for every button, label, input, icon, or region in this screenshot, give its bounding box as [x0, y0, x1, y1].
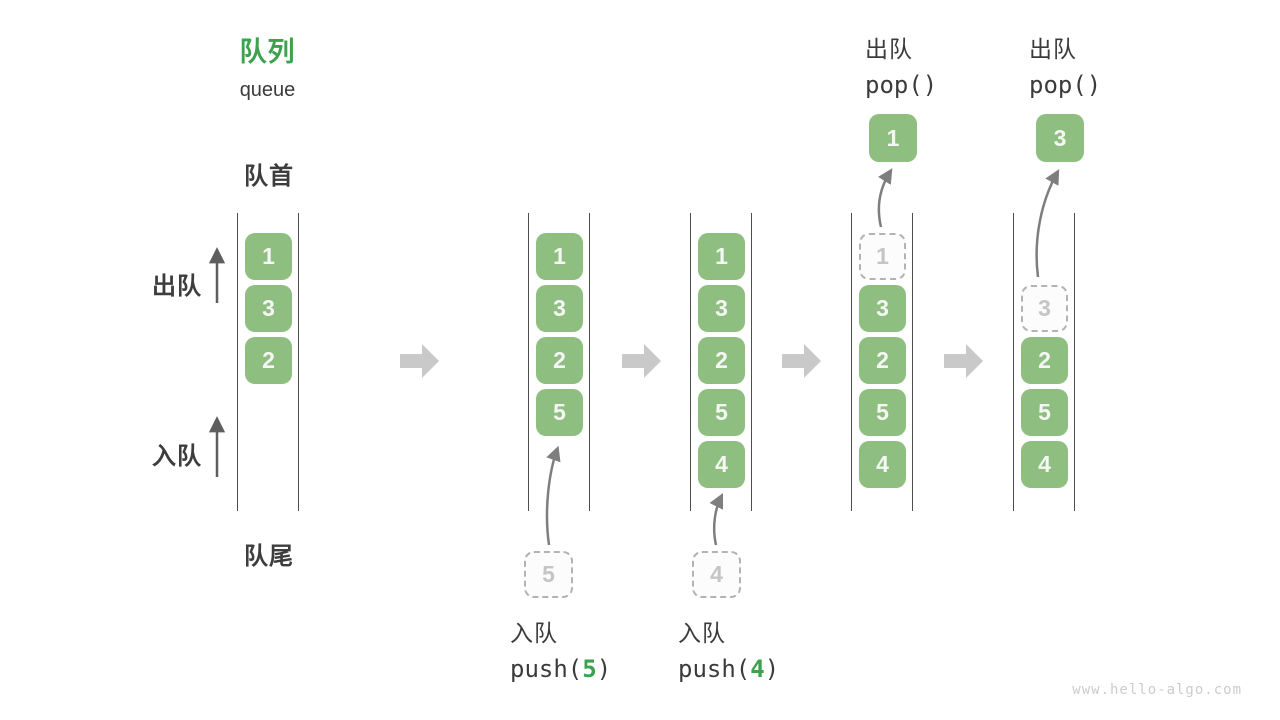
queue-column-state-1: 1 3 2 [237, 213, 299, 511]
queue-cell: 3 [245, 285, 292, 332]
queue-cell: 2 [536, 337, 583, 384]
pop1-label-zh: 出队 [865, 36, 913, 62]
queue-cell: 1 [698, 233, 745, 280]
queue-cell: 3 [859, 285, 906, 332]
queue-cell: 4 [1021, 441, 1068, 488]
queue-cell: 3 [536, 285, 583, 332]
staging-element-5: 5 [524, 551, 573, 598]
queue-cell-removed: 3 [1021, 285, 1068, 332]
push5-label-zh: 入队 [510, 620, 558, 646]
transition-arrow-2 [622, 344, 661, 378]
watermark: www.hello-algo.com [1072, 682, 1242, 698]
queue-cell: 1 [245, 233, 292, 280]
label-queue-rear: 队尾 [244, 543, 294, 570]
queue-column-state-3: 1 3 2 5 4 [690, 213, 752, 511]
label-queue-front: 队首 [244, 163, 294, 190]
queue-column-state-2: 1 3 2 5 [528, 213, 590, 511]
queue-cell: 2 [698, 337, 745, 384]
queue-cell: 5 [1021, 389, 1068, 436]
queue-column-state-4: 1 3 2 5 4 [851, 213, 913, 511]
push4-call: push(4) [678, 655, 779, 683]
push5-call-suffix: ) [596, 655, 612, 683]
queue-column-state-5: 3 2 5 4 [1013, 213, 1075, 511]
push5-call-prefix: push( [510, 655, 583, 683]
queue-cell-removed: 1 [859, 233, 906, 280]
queue-cell: 5 [859, 389, 906, 436]
push4-label-zh: 入队 [678, 620, 726, 646]
pop1-call: pop() [865, 71, 938, 99]
queue-cell: 4 [859, 441, 906, 488]
diagram-title-zh: 队列 [239, 37, 296, 67]
popped-element-3: 3 [1036, 114, 1084, 162]
push5-call: push(5) [510, 655, 611, 683]
queue-cell: 2 [245, 337, 292, 384]
label-enqueue-side: 入队 [152, 443, 202, 470]
push4-operation-label: 入队 push(4) [678, 614, 779, 683]
queue-cell: 2 [859, 337, 906, 384]
queue-cell: 5 [536, 389, 583, 436]
queue-cell: 1 [536, 233, 583, 280]
staging-element-4: 4 [692, 551, 741, 598]
push4-call-suffix: ) [764, 655, 780, 683]
queue-cell: 3 [698, 285, 745, 332]
push4-call-prefix: push( [678, 655, 751, 683]
transition-arrow-4 [944, 344, 983, 378]
transition-arrow-1 [400, 344, 439, 378]
diagram-title-en: queue [239, 79, 296, 101]
pop1-operation-label: 出队 pop() [865, 30, 937, 99]
pop3-call: pop() [1029, 71, 1102, 99]
push4-call-arg: 4 [750, 655, 765, 683]
pop3-operation-label: 出队 pop() [1029, 30, 1101, 99]
push5-call-arg: 5 [582, 655, 597, 683]
pop3-label-zh: 出队 [1029, 36, 1077, 62]
title-block: 队列 queue [205, 30, 330, 102]
popped-element-1: 1 [869, 114, 917, 162]
label-dequeue-side: 出队 [152, 273, 202, 300]
queue-cell: 4 [698, 441, 745, 488]
queue-cell: 5 [698, 389, 745, 436]
push5-operation-label: 入队 push(5) [510, 614, 611, 683]
queue-cell: 2 [1021, 337, 1068, 384]
transition-arrow-3 [782, 344, 821, 378]
